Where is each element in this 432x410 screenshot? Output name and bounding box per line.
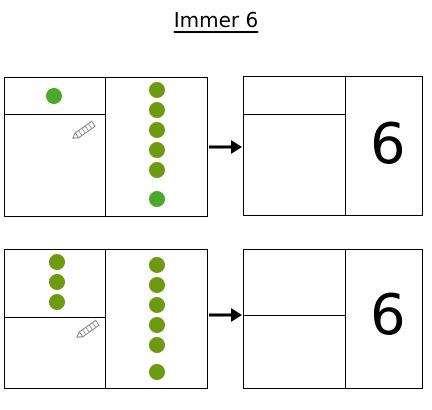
task-2-top-dot — [49, 274, 65, 290]
task-1-right-dot — [149, 142, 165, 158]
task-2-left-table — [4, 249, 208, 389]
task-1-right-dot — [149, 82, 165, 98]
task-1-result-number: 6 — [370, 112, 406, 177]
task-2-right-dot — [149, 257, 165, 273]
pencil-icon — [72, 120, 96, 139]
arrow-right-icon — [209, 308, 242, 322]
task-1-answer-divider — [345, 76, 346, 216]
task-1-left-divider — [105, 77, 106, 217]
task-2-right-dot — [149, 297, 165, 313]
task-2-right-dot — [149, 317, 165, 333]
task-2-left-row-divider — [4, 317, 105, 318]
pencil-icon — [76, 319, 100, 338]
task-2-answer-table — [243, 249, 423, 389]
task-2-result-number: 6 — [370, 283, 406, 348]
task-2-answer-row-divider — [243, 315, 345, 316]
task-1-left-table — [4, 77, 208, 217]
task-1-right-extra-dot — [149, 191, 165, 207]
task-2-answer-divider — [345, 249, 346, 389]
worksheet-title: Immer 6 — [173, 8, 259, 32]
task-1-right-dot — [149, 122, 165, 138]
task-2-left-divider — [105, 249, 106, 389]
task-1-right-dot — [149, 162, 165, 178]
task-2-right-dot — [149, 364, 165, 380]
task-1-answer-row-divider — [243, 114, 345, 115]
task-1-top-dot — [46, 88, 62, 104]
task-1-right-dot — [149, 102, 165, 118]
task-2-right-dot — [149, 277, 165, 293]
arrow-right-icon — [209, 140, 242, 154]
task-2-top-dot — [49, 294, 65, 310]
task-2-top-dot — [49, 254, 65, 270]
task-2-right-dot — [149, 337, 165, 353]
task-1-answer-table — [243, 76, 423, 216]
task-1-left-row-divider — [4, 114, 105, 115]
